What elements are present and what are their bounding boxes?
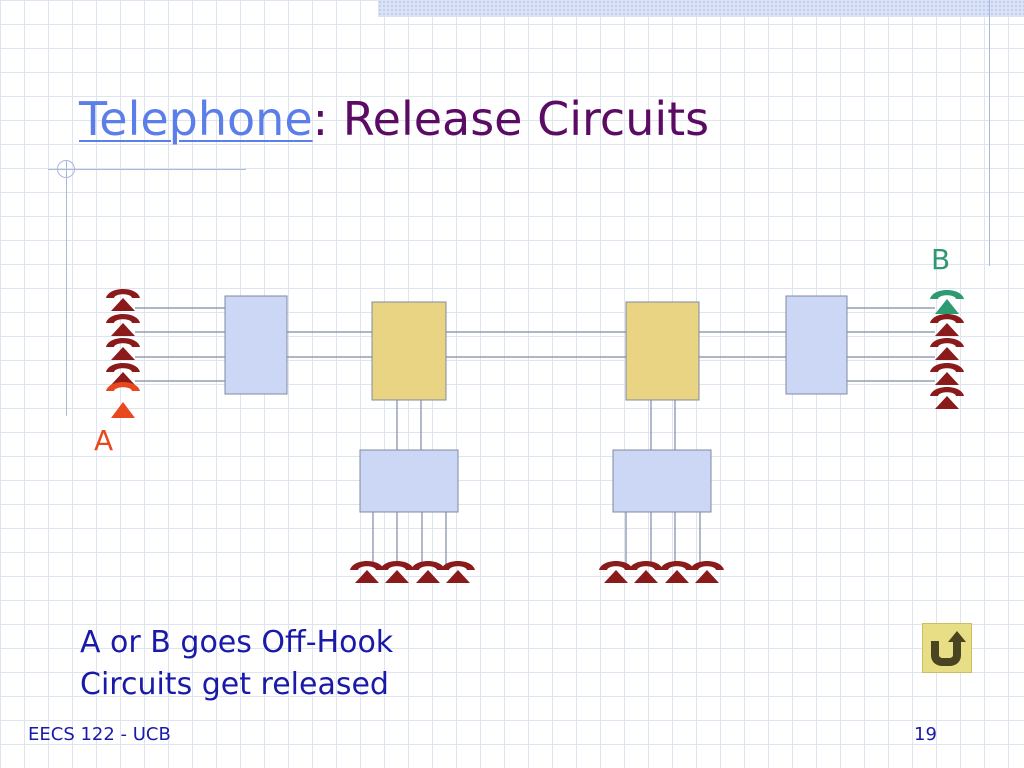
top-decoration-band bbox=[378, 0, 1024, 17]
phone-icon bbox=[106, 363, 140, 385]
label-a: A bbox=[94, 424, 113, 457]
phone-icon bbox=[690, 561, 724, 583]
slide-title: Telephone: Release Circuits bbox=[79, 92, 709, 146]
phone-icon bbox=[441, 561, 475, 583]
right-decoration-line bbox=[989, 0, 990, 266]
body-line-1: A or B goes Off-Hook bbox=[80, 625, 394, 660]
local-switch-left bbox=[359, 449, 459, 513]
phone-icon bbox=[660, 561, 694, 583]
title-underline-rule bbox=[48, 169, 246, 170]
left-decoration-line bbox=[66, 160, 67, 416]
connection-lines bbox=[135, 307, 935, 565]
body-line-2: Circuits get released bbox=[80, 667, 389, 702]
crosshair-decoration bbox=[57, 160, 75, 178]
phone-icon bbox=[930, 338, 964, 360]
footer-course: EECS 122 - UCB bbox=[28, 724, 171, 745]
phone-icon bbox=[380, 561, 414, 583]
title-link-telephone[interactable]: Telephone bbox=[79, 92, 313, 146]
phone-icon bbox=[599, 561, 633, 583]
phone-icon bbox=[930, 363, 964, 385]
footer-page-number: 19 bbox=[914, 724, 937, 745]
phone-icon bbox=[106, 289, 140, 311]
phone-icon bbox=[106, 338, 140, 360]
phone-b-icon bbox=[930, 290, 964, 314]
access-switch-left bbox=[224, 295, 288, 395]
phone-icon bbox=[106, 314, 140, 336]
title-separator: : bbox=[312, 92, 329, 146]
phone-icon bbox=[930, 314, 964, 336]
core-switch-right bbox=[625, 301, 700, 401]
body-text: A or B goes Off-Hook Circuits get releas… bbox=[80, 622, 393, 706]
phone-a-icon bbox=[106, 382, 140, 418]
core-switch-left bbox=[371, 301, 447, 401]
return-arrow-icon bbox=[931, 631, 966, 666]
local-switch-right bbox=[612, 449, 712, 513]
label-b: B bbox=[931, 243, 950, 276]
phone-icon bbox=[930, 387, 964, 409]
return-button[interactable] bbox=[922, 623, 972, 673]
access-switch-right bbox=[785, 295, 848, 395]
phone-icon bbox=[629, 561, 663, 583]
phone-icon bbox=[350, 561, 384, 583]
title-text: Release Circuits bbox=[342, 92, 710, 146]
phone-icon bbox=[411, 561, 445, 583]
